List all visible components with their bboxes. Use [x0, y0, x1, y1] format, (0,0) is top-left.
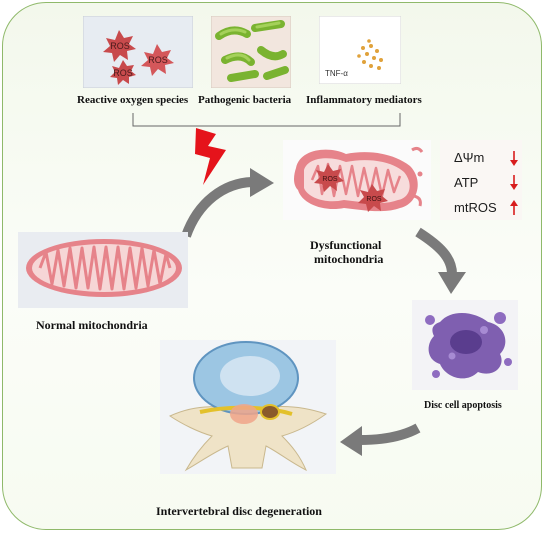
mediators-panel: TNF-α — [319, 16, 401, 84]
dysfunctional-ros-badge-1: ROS — [322, 176, 338, 183]
marker-label-atp: ATP — [454, 175, 479, 190]
marker-box — [440, 140, 522, 220]
arrow-apoptosis-to-degeneration — [359, 423, 421, 445]
arrow-dysfunctional-to-apoptosis-head — [438, 272, 466, 294]
stressor-mediators-label: Inflammatory mediators — [306, 94, 422, 106]
normal-mitochondria — [26, 239, 182, 297]
vertebra-disc — [168, 341, 328, 472]
stressor-ros-label: Reactive oxygen species — [77, 94, 189, 106]
arrow-dysfunctional-to-apoptosis — [415, 227, 457, 275]
dysfunctional-mitochondria: ROS ROS — [294, 146, 424, 212]
arrow-normal-to-dysfunctional — [181, 177, 253, 238]
dysfunctional-ros-star-2 — [358, 184, 388, 212]
marker-down-arrow-2 — [510, 175, 518, 190]
marker-label-membrane-potential: ΔΨm — [454, 150, 485, 165]
marker-up-arrow-3 — [510, 200, 518, 215]
marker-label-mtros: mtROS — [454, 200, 497, 215]
stressor-bacteria-label: Pathogenic bacteria — [198, 94, 292, 106]
dysfunctional-ros-star-1 — [314, 164, 344, 192]
label-disc-degeneration: Intervertebral disc degeneration — [156, 504, 322, 518]
disc-nucleus — [220, 356, 280, 396]
label-dysfunctional-line2: mitochondria — [314, 252, 384, 266]
lightning-bolt-icon — [195, 128, 226, 185]
ros-badge-3: ROS — [113, 68, 133, 78]
ros-star-3 — [110, 60, 136, 85]
ros-star-1 — [103, 30, 136, 62]
dysfunctional-ros-badge-2: ROS — [366, 196, 382, 203]
ros-panel: ROS ROS ROS — [83, 16, 193, 88]
tnf-alpha-label: TNF-α — [325, 69, 348, 78]
apoptotic-cell — [425, 312, 512, 379]
ros-badge-1: ROS — [110, 41, 130, 51]
arrow-normal-to-dysfunctional-head — [250, 168, 274, 197]
label-normal-mitochondria: Normal mitochondria — [36, 318, 148, 332]
ros-badge-2: ROS — [148, 55, 168, 65]
herniation-hotspot — [230, 404, 258, 424]
ros-star-2 — [141, 44, 174, 76]
bacteria-panel — [211, 16, 291, 88]
label-dysfunctional-line1: Dysfunctional — [310, 238, 382, 252]
marker-down-arrow-1 — [510, 151, 518, 166]
nerve-root — [260, 404, 280, 420]
stressor-bracket — [132, 113, 401, 127]
label-disc-cell-apoptosis: Disc cell apoptosis — [424, 400, 502, 411]
arrow-apoptosis-to-degeneration-head — [340, 426, 362, 456]
